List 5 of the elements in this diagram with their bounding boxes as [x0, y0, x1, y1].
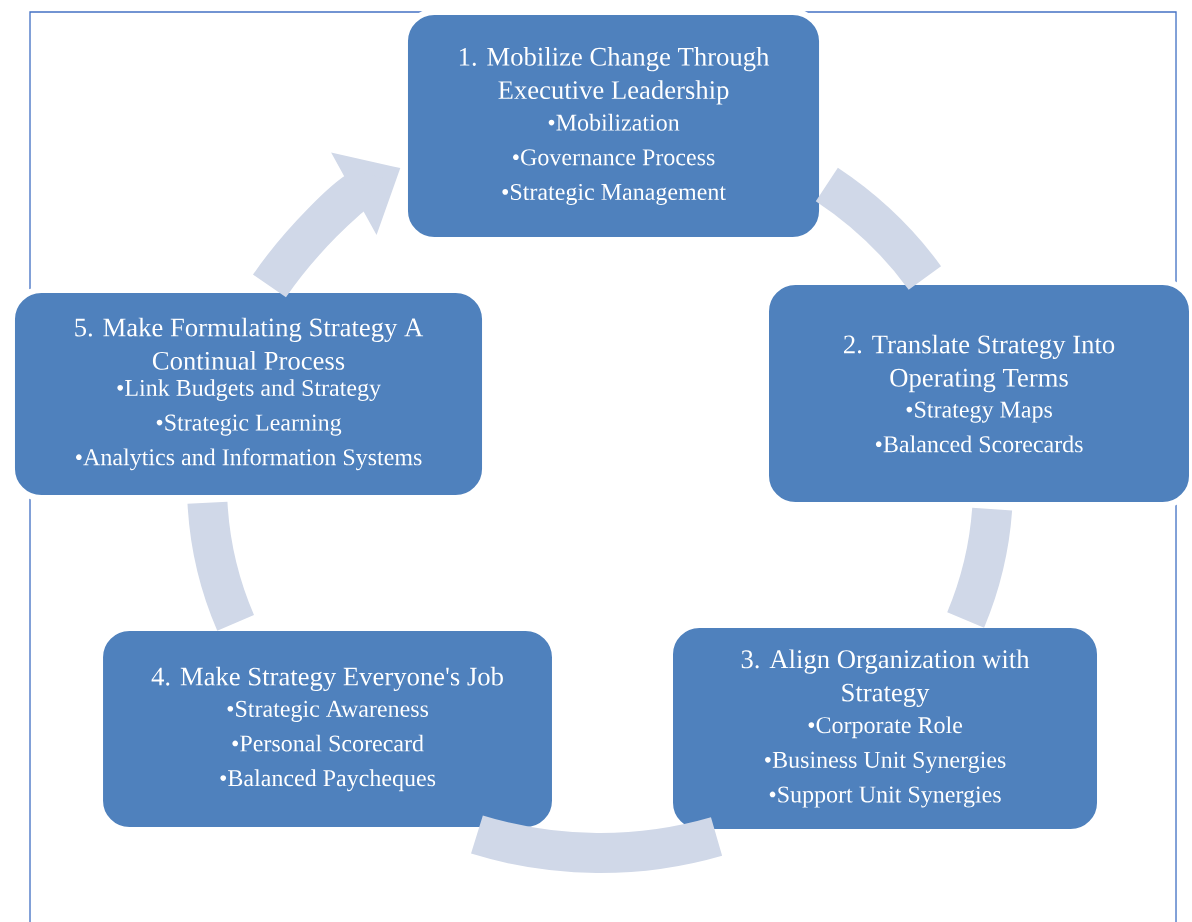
step-box: 4. Make Strategy Everyone's Job •Strategic Awareness •Personal Scorecard •Balanced Paycheques	[97, 625, 558, 833]
step-box: 1. Mobilize Change Through Executive Leadership •Mobilization •Governance Process •Strategic Management	[401, 9, 826, 243]
step-box: 3. Align Organization with Strategy •Corporate Role •Business Unit Synergies •Support Unit Synergies	[667, 622, 1103, 835]
step-box: 5. Make Formulating Strategy A Continual Process •Link Budgets and Strategy •Strategic Learning •Analytics and Information Systems	[8, 287, 489, 501]
step-box: 2. Translate Strategy Into Operating Terms •Strategy Maps •Balanced Scorecards	[763, 279, 1192, 508]
